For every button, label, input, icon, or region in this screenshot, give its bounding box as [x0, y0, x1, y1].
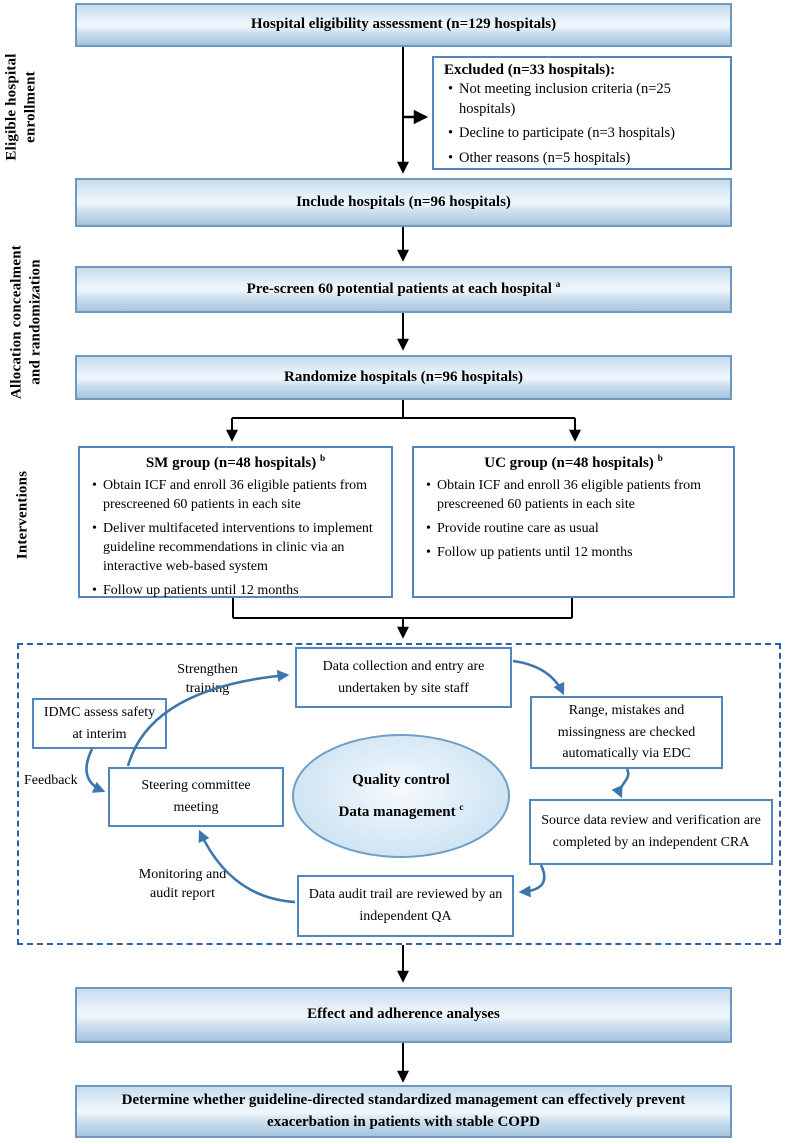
steering-committee-text: Steering committee meeting [141, 778, 251, 815]
sm-group-bullet-text: Deliver multifaceted interventions to im… [103, 521, 373, 575]
determine-box: Determine whether guideline-directed sta… [75, 1085, 732, 1138]
sm-group-title-text: SM group (n=48 hospitals) [145, 455, 317, 471]
excluded-title: Excluded (n=33 hospitals): [444, 62, 616, 78]
monitoring-label-line1: Monitoring and [138, 867, 227, 882]
excluded-bullet-text: Other reasons (n=5 hospitals) [459, 150, 631, 167]
sm-group-bullet: Deliver multifaceted interventions to im… [92, 519, 383, 576]
data-management-text: Data management c [339, 803, 464, 821]
effect-analyses-box: Effect and adherence analyses [75, 987, 732, 1043]
include-hospitals-text: Include hospitals (n=96 hospitals) [296, 193, 511, 210]
hospital-eligibility-text: Hospital eligibility assessment (n=129 h… [250, 16, 557, 33]
quality-control-ellipse: Quality control Data management c [292, 734, 510, 858]
sm-group-title: SM group (n=48 hospitals) b [84, 454, 387, 472]
uc-group-title-text: UC group (n=48 hospitals) [484, 455, 654, 471]
sm-group-bullet: Follow up patients until 12 months [92, 581, 383, 600]
uc-group-bullet-text: Follow up patients until 12 months [437, 545, 633, 561]
prescreen-footnote-marker: a [555, 279, 561, 290]
side-label-allocation: Allocation concealment and randomization [7, 245, 45, 399]
source-review-box: Source data review and verification are … [529, 799, 773, 865]
effect-analyses-text: Effect and adherence analyses [307, 1006, 500, 1023]
source-review-text: Source data review and verification are … [541, 813, 761, 850]
strengthen-training-line1: Strengthen [177, 662, 238, 677]
side-label-allocation-line2: and randomization [27, 259, 43, 385]
quality-control-text: Quality control [352, 771, 450, 788]
data-collection-box: Data collection and entry are undertaken… [295, 647, 512, 708]
uc-group-bullet-list: Obtain ICF and enroll 36 eligible patien… [418, 476, 729, 562]
data-management-text-main: Data management [338, 803, 456, 820]
side-label-enrollment: Eligible hospital enrollment [2, 53, 40, 160]
range-check-box: Range, mistakes and missingness are chec… [530, 696, 723, 769]
side-label-allocation-line1: Allocation concealment [8, 245, 25, 399]
excluded-bullet: Other reasons (n=5 hospitals) [448, 149, 720, 169]
sm-group-bullet-text: Obtain ICF and enroll 36 eligible patien… [103, 478, 368, 513]
uc-group-box: UC group (n=48 hospitals) b Obtain ICF a… [412, 446, 735, 598]
audit-trail-box: Data audit trail are reviewed by an inde… [297, 875, 514, 937]
uc-group-bullet: Provide routine care as usual [426, 519, 725, 538]
prescreen-box: Pre-screen 60 potential patients at each… [75, 266, 732, 313]
audit-trail-text: Data audit trail are reviewed by an inde… [308, 887, 503, 924]
uc-group-title: UC group (n=48 hospitals) b [418, 454, 729, 472]
strengthen-training-label: Strengthen training [160, 661, 255, 699]
side-label-interventions: Interventions [14, 471, 33, 559]
determine-text: Determine whether guideline-directed sta… [121, 1091, 686, 1130]
prescreen-text-main: Pre-screen 60 potential patients at each… [246, 280, 552, 297]
uc-group-bullet-text: Provide routine care as usual [437, 521, 599, 537]
excluded-bullet-list: Not meeting inclusion criteria (n=25 hos… [440, 80, 724, 169]
uc-group-footnote-marker: b [657, 454, 663, 464]
include-hospitals-box: Include hospitals (n=96 hospitals) [75, 178, 732, 227]
excluded-box: Excluded (n=33 hospitals): Not meeting i… [432, 56, 732, 170]
idmc-text: IDMC assess safety at interim [43, 704, 156, 742]
sm-group-footnote-marker: b [319, 454, 326, 464]
split-connector [232, 400, 575, 419]
side-label-enrollment-line1: Eligible hospital [3, 53, 20, 161]
data-collection-text: Data collection and entry are undertaken… [322, 658, 485, 696]
uc-group-bullet: Follow up patients until 12 months [426, 543, 725, 562]
range-check-text: Range, mistakes and missingness are chec… [557, 702, 696, 762]
sm-group-bullet: Obtain ICF and enroll 36 eligible patien… [92, 476, 383, 514]
sm-group-bullet-list: Obtain ICF and enroll 36 eligible patien… [84, 476, 387, 600]
excluded-bullet-text: Not meeting inclusion criteria (n=25 hos… [459, 81, 671, 117]
excluded-bullet-text: Decline to participate (n=3 hospitals) [459, 125, 675, 142]
feedback-label: Feedback [24, 772, 78, 791]
prescreen-text: Pre-screen 60 potential patients at each… [247, 279, 561, 301]
sm-group-bullet-text: Follow up patients until 12 months [103, 583, 299, 599]
steering-committee-box: Steering committee meeting [108, 767, 284, 827]
excluded-bullet: Not meeting inclusion criteria (n=25 hos… [448, 80, 720, 119]
side-label-interventions-line1: Interventions [14, 470, 31, 560]
monitoring-label-line2: audit report [150, 885, 215, 901]
data-management-footnote-marker: c [459, 802, 464, 813]
excluded-bullet: Decline to participate (n=3 hospitals) [448, 124, 720, 144]
quality-control-region [17, 643, 781, 945]
uc-group-bullet-text: Obtain ICF and enroll 36 eligible patien… [437, 478, 702, 513]
sm-group-box: SM group (n=48 hospitals) b Obtain ICF a… [78, 446, 393, 600]
hospital-eligibility-box: Hospital eligibility assessment (n=129 h… [75, 3, 732, 47]
randomize-box: Randomize hospitals (n=96 hospitals) [75, 355, 732, 400]
uc-group-bullet: Obtain ICF and enroll 36 eligible patien… [426, 476, 725, 514]
merge-connector [232, 598, 573, 619]
randomize-text: Randomize hospitals (n=96 hospitals) [283, 368, 523, 385]
strengthen-training-line2: training [185, 680, 230, 696]
idmc-box: IDMC assess safety at interim [32, 698, 167, 749]
feedback-label-text: Feedback [24, 773, 78, 788]
monitoring-label: Monitoring and audit report [120, 866, 245, 904]
side-label-enrollment-line2: enrollment [22, 71, 38, 143]
